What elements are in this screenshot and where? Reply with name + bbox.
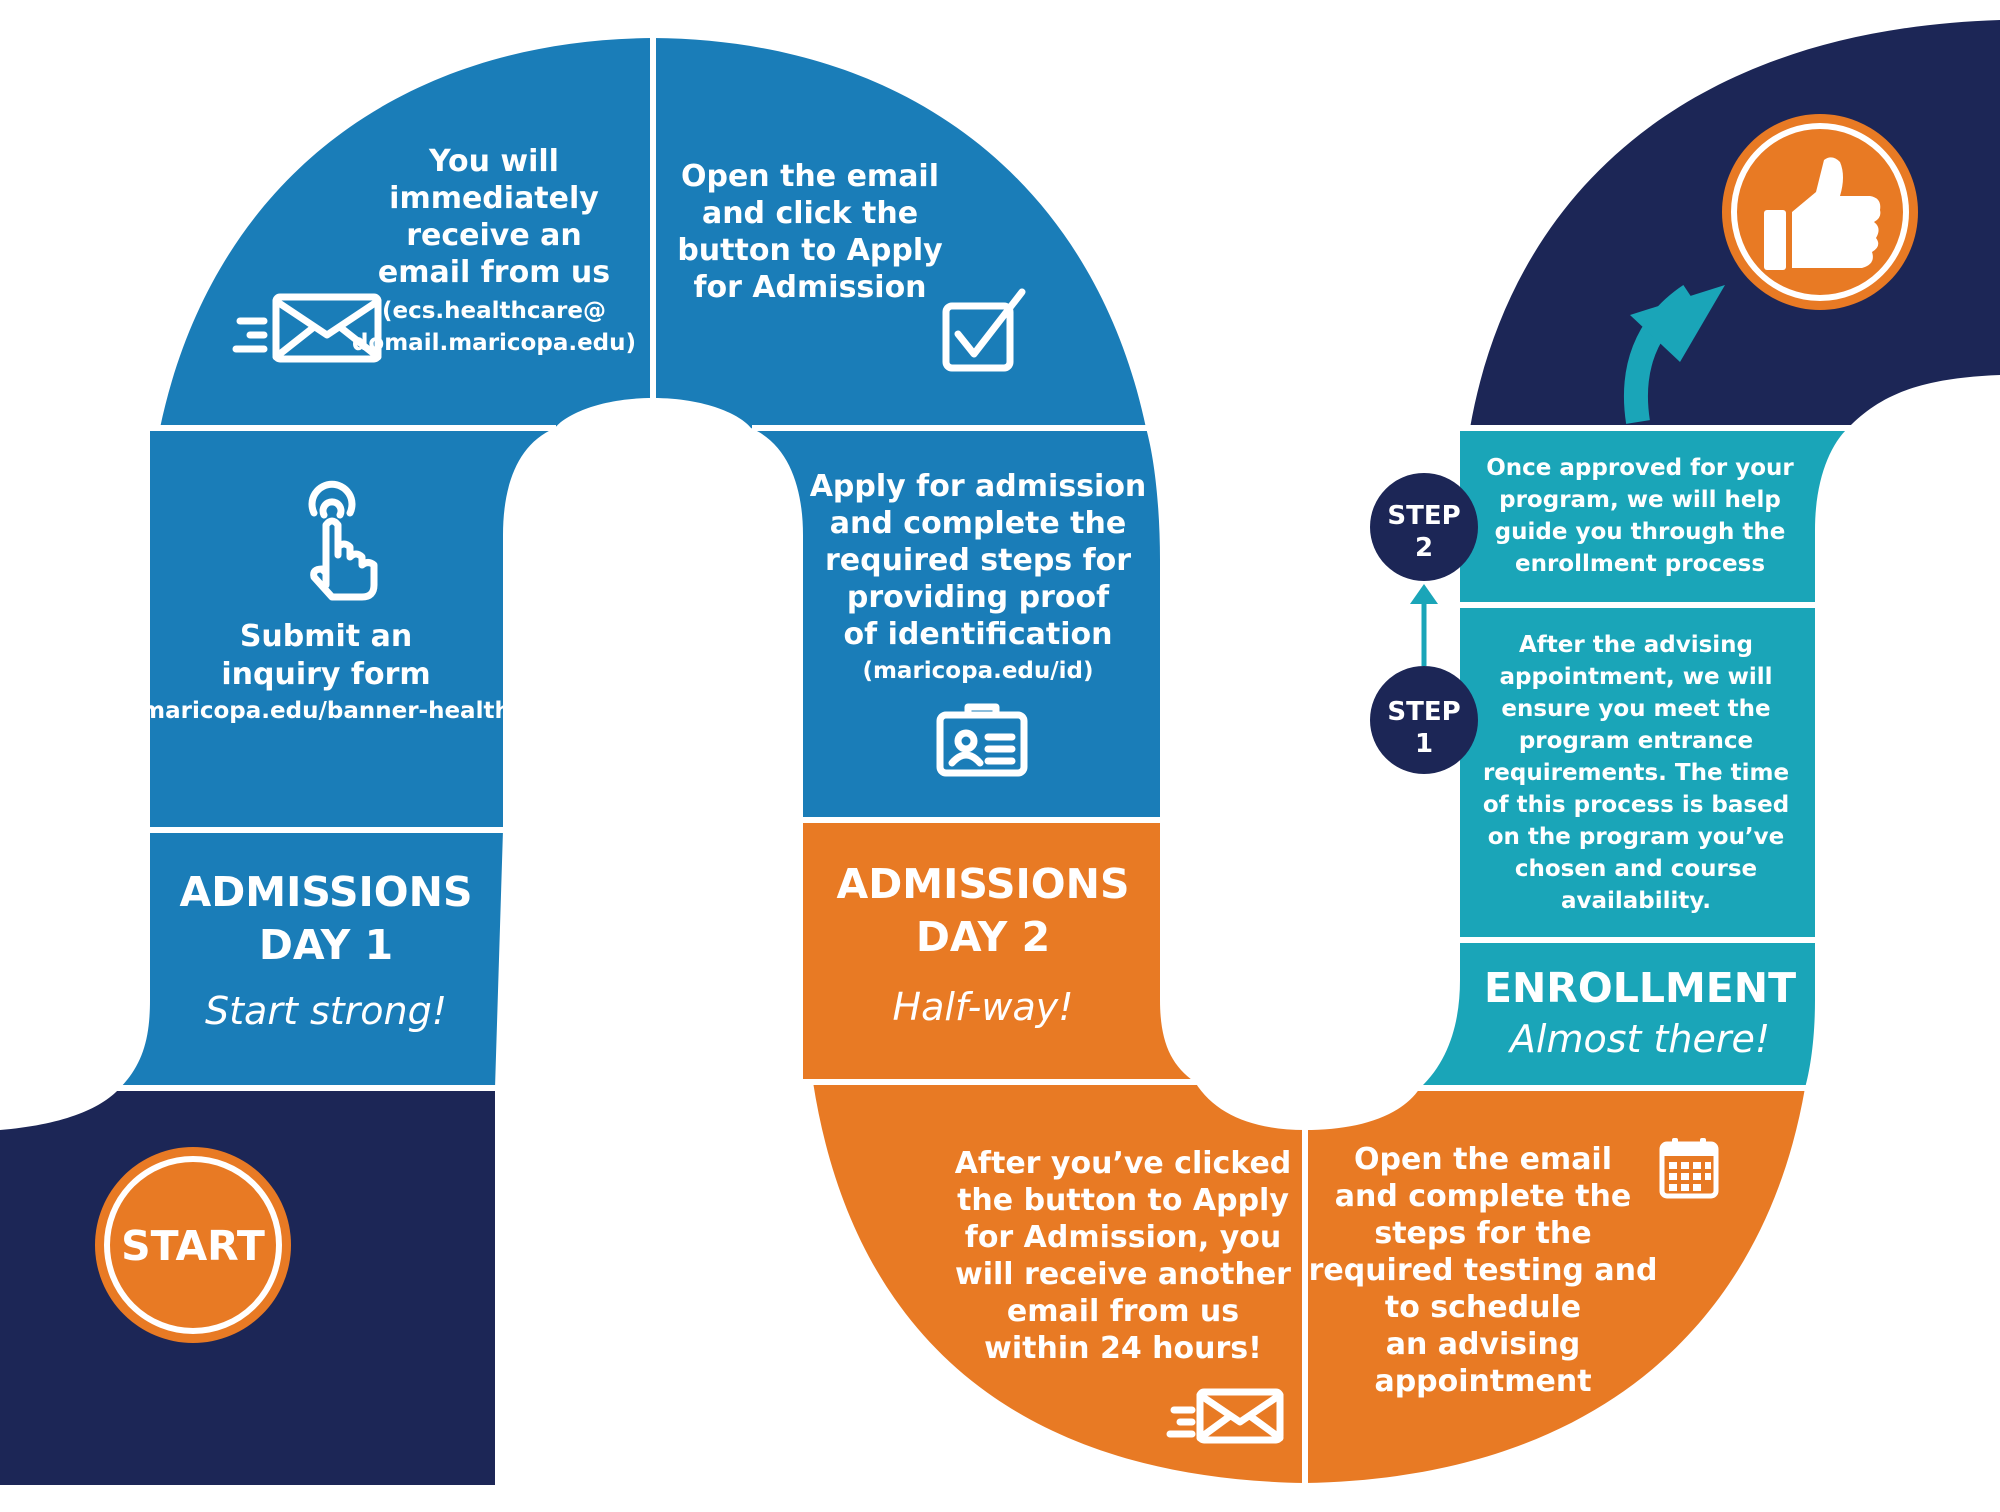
id-line5: of identification bbox=[843, 617, 1112, 652]
day2-testing-line1: Open the email bbox=[1354, 1142, 1612, 1177]
day2-heading-line2: DAY 2 bbox=[916, 913, 1050, 961]
step1-line7: on the program you’ve bbox=[1488, 824, 1785, 850]
step1-line6: of this process is based bbox=[1483, 792, 1789, 818]
day2-second-email-line2: the button to Apply bbox=[957, 1183, 1289, 1218]
day2-second-email-line3: for Admission, you bbox=[965, 1220, 1281, 1255]
day2-second-email-line6: within 24 hours! bbox=[984, 1331, 1262, 1366]
step2-line3: guide you through the bbox=[1495, 519, 1786, 545]
day2-heading-line1: ADMISSIONS bbox=[837, 860, 1130, 908]
apply-line2: and click the bbox=[702, 196, 918, 231]
day2-heading-panel bbox=[803, 820, 1160, 1082]
envelope-icon bbox=[232, 293, 382, 363]
top-arch-apply-panel bbox=[653, 38, 1146, 428]
step1-line4: program entrance bbox=[1519, 728, 1753, 754]
day2-testing-line7: appointment bbox=[1374, 1364, 1591, 1399]
day1-heading-panel bbox=[120, 830, 503, 1088]
day1-submit-panel bbox=[150, 428, 503, 830]
step2-line1: Once approved for your bbox=[1486, 455, 1794, 481]
envelope-icon bbox=[1166, 1388, 1284, 1444]
id-line2: and complete the bbox=[830, 506, 1126, 541]
step2-line4: enrollment process bbox=[1515, 551, 1765, 577]
enrollment-heading-panel bbox=[1420, 940, 1815, 1088]
enrollment-step1-panel bbox=[1460, 605, 1815, 940]
id-link[interactable]: (maricopa.edu/id) bbox=[862, 658, 1093, 684]
enrollment-step2-panel bbox=[1460, 428, 1848, 605]
step2-badge[interactable]: STEP 2 bbox=[1370, 473, 1478, 581]
thumbs-up-icon bbox=[1764, 157, 1881, 270]
step1-line1: After the advising bbox=[1519, 632, 1753, 658]
day2-testing-line6: an advising bbox=[1386, 1327, 1581, 1362]
start-label: START bbox=[121, 1222, 265, 1270]
top-arch-email-panel bbox=[160, 38, 653, 428]
day2-second-email-line1: After you’ve clicked bbox=[955, 1146, 1292, 1181]
id-card-icon bbox=[936, 703, 1028, 777]
day2-second-email-line4: will receive another bbox=[955, 1257, 1291, 1292]
step2-line2: program, we will help bbox=[1499, 487, 1781, 513]
step2-badge-word: STEP bbox=[1387, 501, 1460, 531]
day1-submit-line2: inquiry form bbox=[221, 657, 430, 692]
step1-badge-word: STEP bbox=[1387, 697, 1460, 727]
checkbox-icon bbox=[942, 288, 1026, 372]
step1-line9: availability. bbox=[1561, 888, 1711, 914]
finish-arrowhead bbox=[1630, 285, 1725, 362]
day1-heading-line1: ADMISSIONS bbox=[180, 868, 473, 916]
step1-badge[interactable]: STEP 1 bbox=[1370, 666, 1478, 774]
apply-line3: button to Apply bbox=[677, 233, 943, 268]
day2-identification-panel bbox=[751, 428, 1160, 820]
day2-testing-line3: steps for the bbox=[1374, 1216, 1591, 1251]
step1-line5: requirements. The time bbox=[1483, 760, 1789, 786]
day1-heading-line2: DAY 1 bbox=[259, 921, 393, 969]
day1-email-line4: email from us bbox=[378, 255, 610, 290]
apply-line1: Open the email bbox=[681, 159, 939, 194]
pointer-tap-icon bbox=[308, 480, 378, 601]
step2-badge-number: 2 bbox=[1415, 533, 1433, 563]
day2-second-email-panel bbox=[813, 1082, 1305, 1483]
day2-testing-line4: required testing and bbox=[1309, 1253, 1658, 1288]
id-line3: required steps for bbox=[825, 543, 1131, 578]
day2-testing-line2: and complete the bbox=[1335, 1179, 1631, 1214]
step1-line2: appointment, we will bbox=[1500, 664, 1773, 690]
day2-testing-line5: to schedule bbox=[1385, 1290, 1581, 1325]
day1-email-detail1: (ecs.healthcare@ bbox=[382, 298, 606, 324]
step-connector-arrowhead bbox=[1410, 584, 1438, 604]
step1-line8: chosen and course bbox=[1515, 856, 1757, 882]
day2-second-email-line5: email from us bbox=[1007, 1294, 1239, 1329]
step1-badge-number: 1 bbox=[1415, 729, 1433, 759]
calendar-icon bbox=[1659, 1138, 1719, 1199]
apply-line4: for Admission bbox=[693, 270, 926, 305]
day1-email-detail2: domail.maricopa.edu) bbox=[352, 330, 636, 356]
finish-badge[interactable] bbox=[1722, 114, 1918, 310]
id-line4: providing proof bbox=[847, 580, 1110, 615]
day1-inner-edge bbox=[503, 428, 555, 830]
step1-line3: ensure you meet the bbox=[1501, 696, 1770, 722]
day1-tagline: Start strong! bbox=[205, 989, 447, 1033]
day2-tagline: Half-way! bbox=[893, 985, 1074, 1029]
enrollment-tagline: Almost there! bbox=[1507, 1017, 1770, 1061]
day2-inner-edge bbox=[1160, 820, 1195, 1082]
day2-testing-panel bbox=[1305, 1088, 1805, 1483]
id-line1: Apply for admission bbox=[810, 469, 1147, 504]
day1-email-line1: You will bbox=[428, 144, 559, 179]
day1-email-line3: receive an bbox=[406, 218, 582, 253]
enrollment-heading: ENROLLMENT bbox=[1484, 964, 1796, 1012]
day1-submit-line1: Submit an bbox=[240, 619, 412, 654]
day1-email-line2: immediately bbox=[389, 181, 599, 216]
day1-submit-link[interactable]: maricopa.edu/banner-health bbox=[141, 698, 511, 724]
start-badge[interactable]: START bbox=[95, 1147, 291, 1343]
